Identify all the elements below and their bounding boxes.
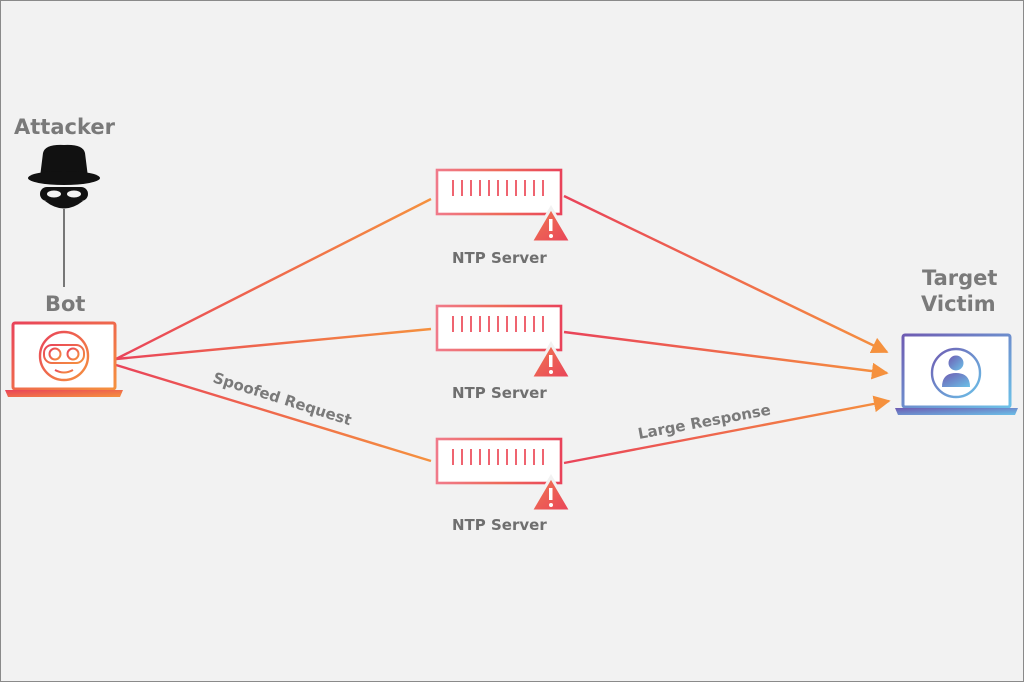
server-warning-icon <box>435 437 574 513</box>
request-lines <box>115 197 432 463</box>
response-lines <box>563 194 891 465</box>
spoofed-request-label: Spoofed Request <box>211 369 354 430</box>
robot-laptop-icon <box>5 321 123 397</box>
request-line-3 <box>115 363 432 463</box>
server-warning-icon <box>435 168 574 244</box>
bot-label: Bot <box>45 292 86 316</box>
user-laptop-icon <box>895 333 1018 415</box>
server-label-2: NTP Server <box>452 384 547 402</box>
response-line-3 <box>563 395 891 465</box>
spy-hat-icon <box>28 144 100 209</box>
attacker-label: Attacker <box>14 115 115 139</box>
victim-label: Victim <box>921 292 996 316</box>
response-line-1 <box>563 194 889 354</box>
server-label-1: NTP Server <box>452 249 547 267</box>
server-warning-icon <box>435 304 574 380</box>
response-line-2 <box>563 330 889 380</box>
target-label: Target <box>922 266 998 290</box>
request-line-1 <box>115 197 432 361</box>
server-label-3: NTP Server <box>452 516 547 534</box>
request-line-2 <box>115 327 432 361</box>
